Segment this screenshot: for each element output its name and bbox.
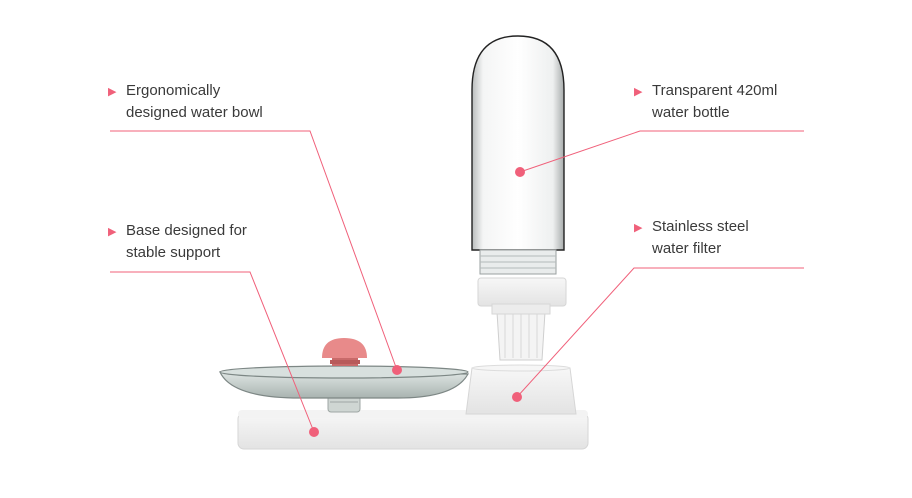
bottle-pointer-dot [515, 167, 525, 177]
triangle-right-icon: ▶ [108, 226, 117, 238]
triangle-right-icon: ▶ [108, 86, 117, 98]
pointer-dots [309, 167, 525, 437]
callout-bottle-line2: water bottle [652, 104, 730, 121]
callout-filter-line1: Stainless steel [652, 218, 749, 235]
filter-pointer-dot [512, 392, 522, 402]
callout-base-line2: stable support [126, 244, 221, 261]
callout-base-line1: Base designed for [126, 222, 247, 239]
filter-pointer-line [516, 267, 804, 398]
triangle-right-icon: ▶ [634, 86, 643, 98]
callout-bowl-line2: designed water bowl [126, 104, 263, 121]
callout-bowl: ▶ Ergonomically designed water bowl [108, 80, 263, 124]
callout-bottle-line1: Transparent 420ml [652, 82, 778, 99]
callout-base: ▶ Base designed for stable support [108, 220, 247, 264]
callout-filter: ▶ Stainless steel water filter [634, 216, 749, 260]
triangle-right-icon: ▶ [634, 222, 643, 234]
base-pointer-dot [309, 427, 319, 437]
callout-bottle: ▶ Transparent 420ml water bottle [634, 80, 778, 124]
base [237, 410, 589, 450]
water-bowl [219, 365, 470, 399]
bottle-pointer-line [519, 130, 804, 173]
base-pointer-line [110, 271, 315, 433]
callout-bowl-line1: Ergonomically [126, 82, 221, 99]
bowl-pointer-line [110, 130, 398, 371]
bottle-cap [477, 277, 567, 315]
filter-housing [465, 364, 577, 415]
float-button [322, 338, 367, 366]
callout-filter-line2: water filter [652, 240, 722, 257]
water-filter [496, 311, 546, 361]
pointer-lines [110, 130, 804, 433]
water-bottle [471, 35, 565, 275]
bowl-pointer-dot [392, 365, 402, 375]
